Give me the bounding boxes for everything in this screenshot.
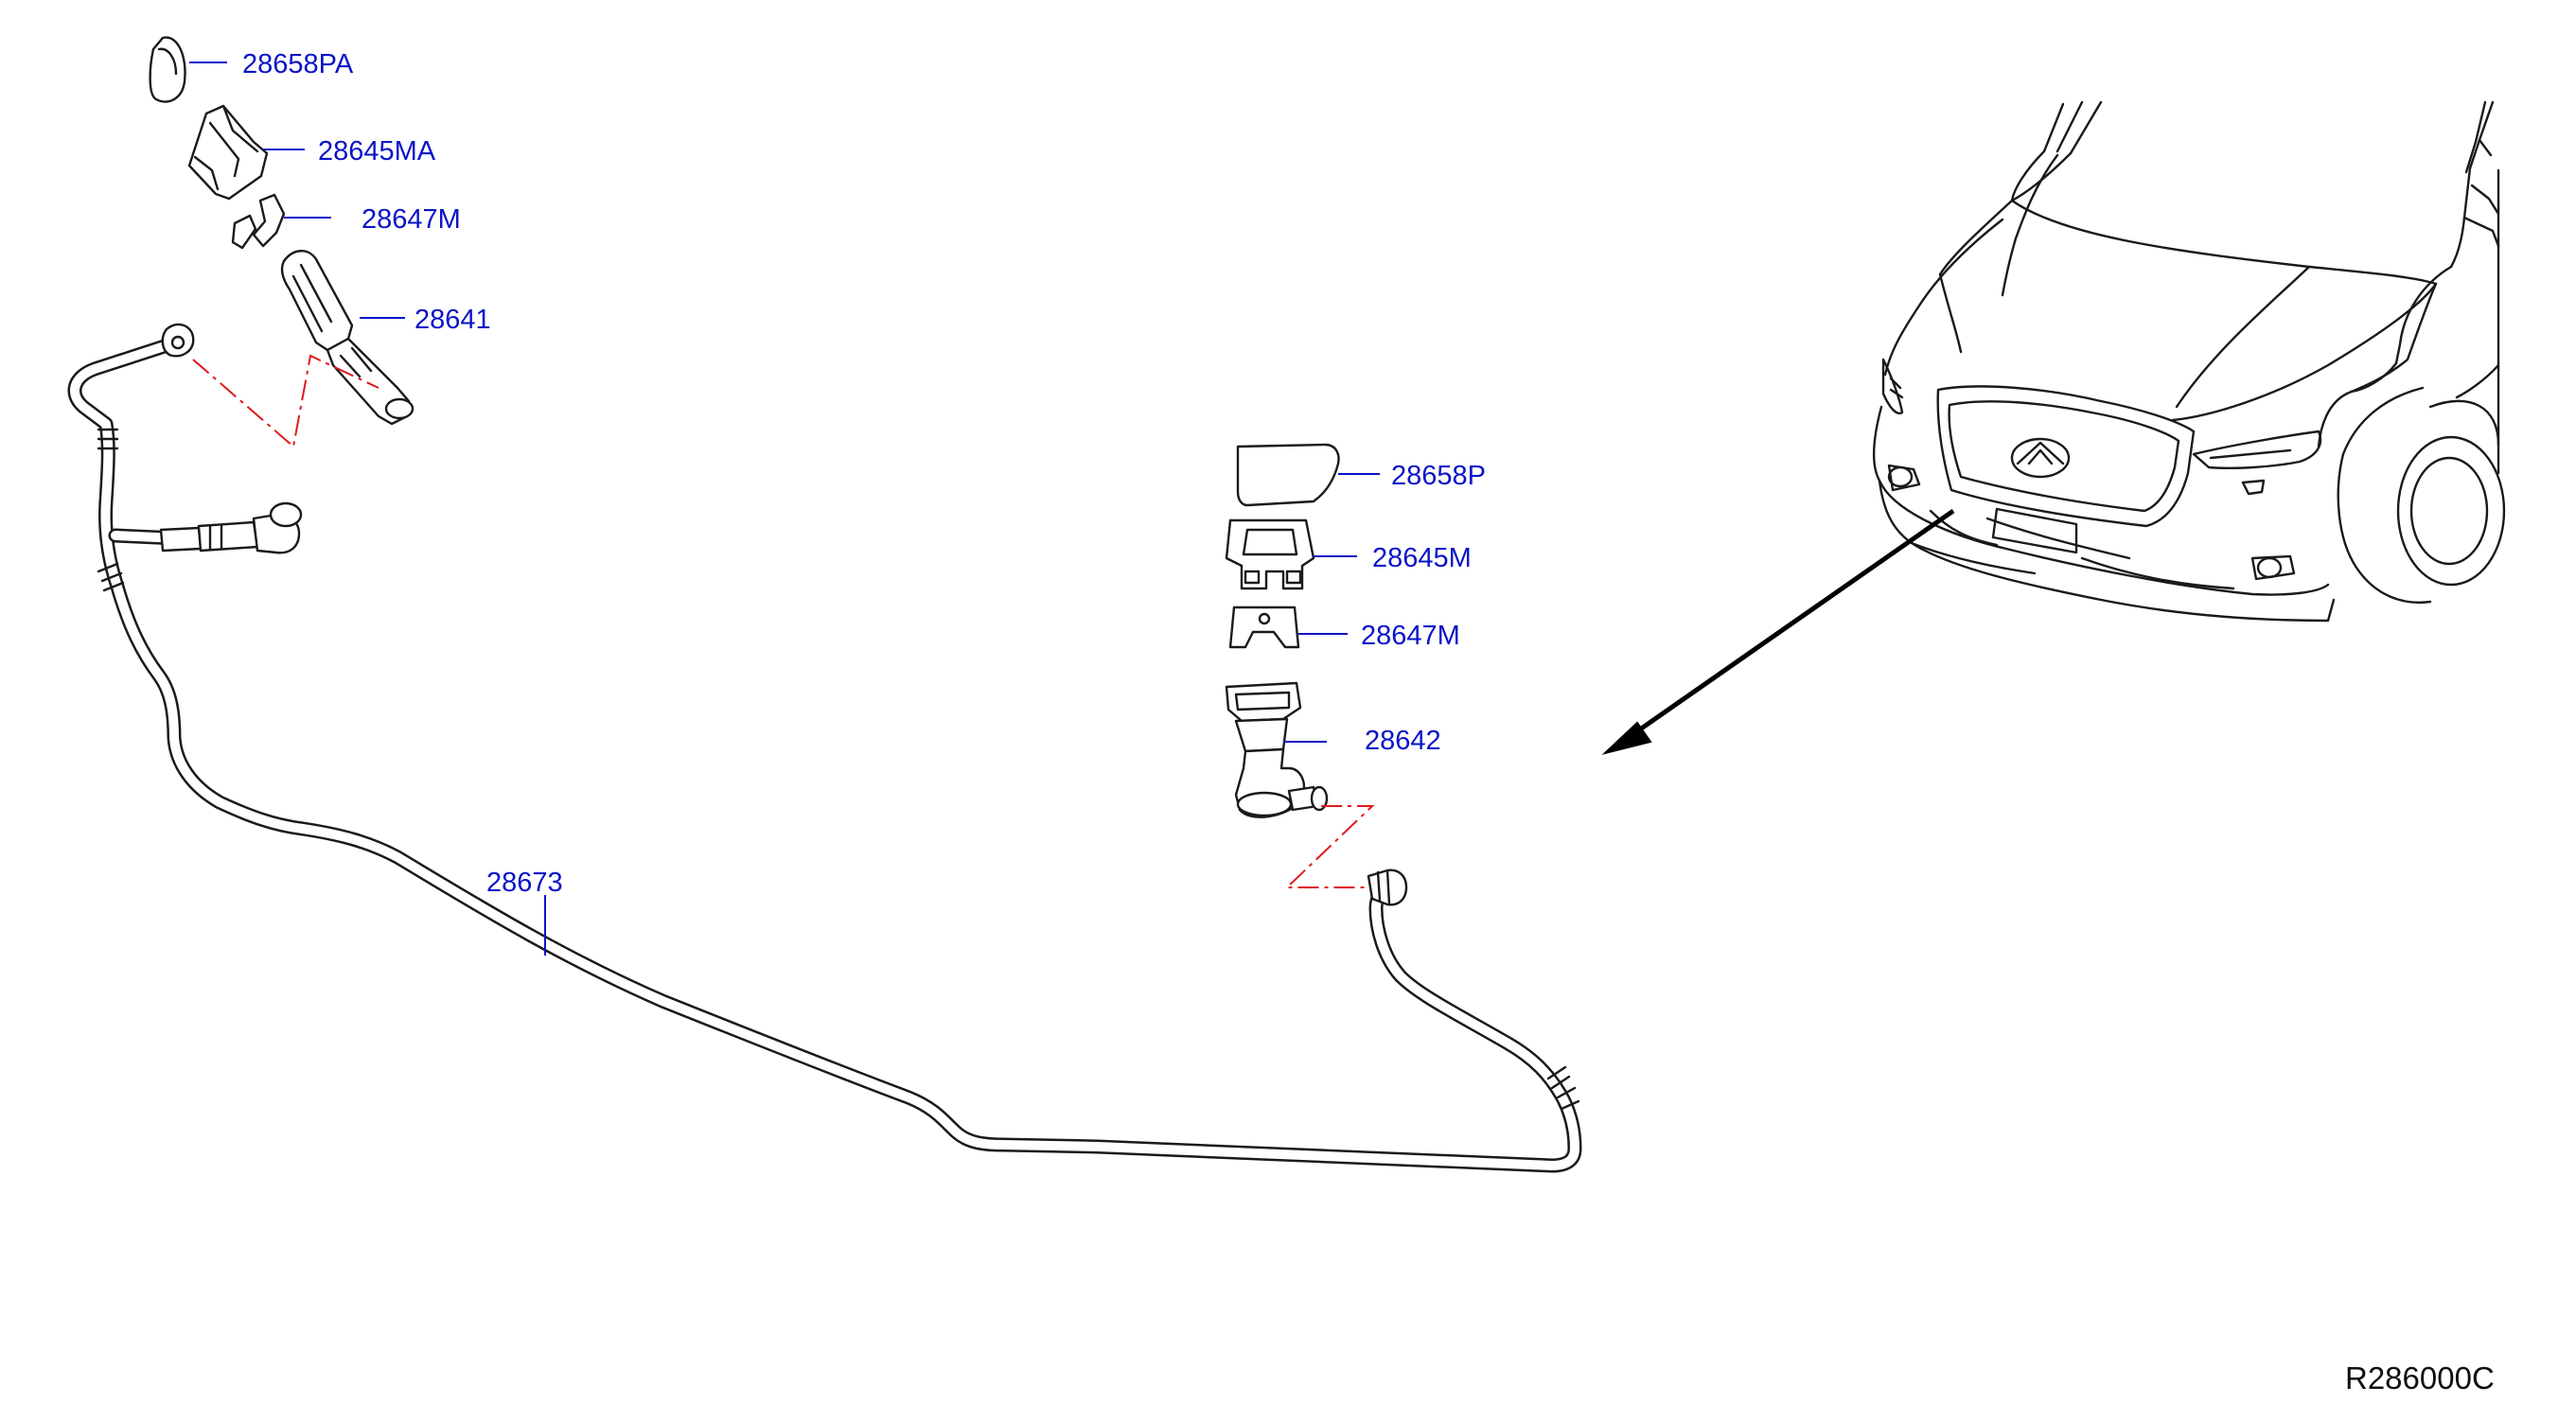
nozzle-left [280, 250, 415, 426]
label-nozzle-right: 28642 [1365, 726, 1441, 756]
cap-right [1236, 443, 1340, 507]
label-cap-right: 28658P [1391, 461, 1486, 491]
cover-left [187, 104, 269, 201]
clip-left [231, 193, 286, 250]
connector-line-left [192, 354, 379, 448]
cover-right [1225, 518, 1315, 590]
label-cover-left: 28645MA [318, 136, 436, 167]
label-clip-right: 28647M [1361, 621, 1460, 651]
nozzle-right [1225, 681, 1329, 818]
location-arrow [1601, 508, 1955, 755]
clip-right [1228, 605, 1300, 649]
label-clip-left: 28647M [362, 204, 461, 235]
label-hose: 28673 [486, 868, 563, 898]
hose [67, 323, 1582, 1173]
diagram-reference: R286000C [2345, 1360, 2495, 1395]
vehicle-illustration [1872, 100, 2506, 623]
label-cover-right: 28645M [1372, 543, 1472, 573]
label-cap-left: 28658PA [242, 49, 354, 79]
connector-line-right [1284, 805, 1375, 888]
label-nozzle-left: 28641 [415, 305, 491, 335]
cap-left [149, 36, 186, 103]
